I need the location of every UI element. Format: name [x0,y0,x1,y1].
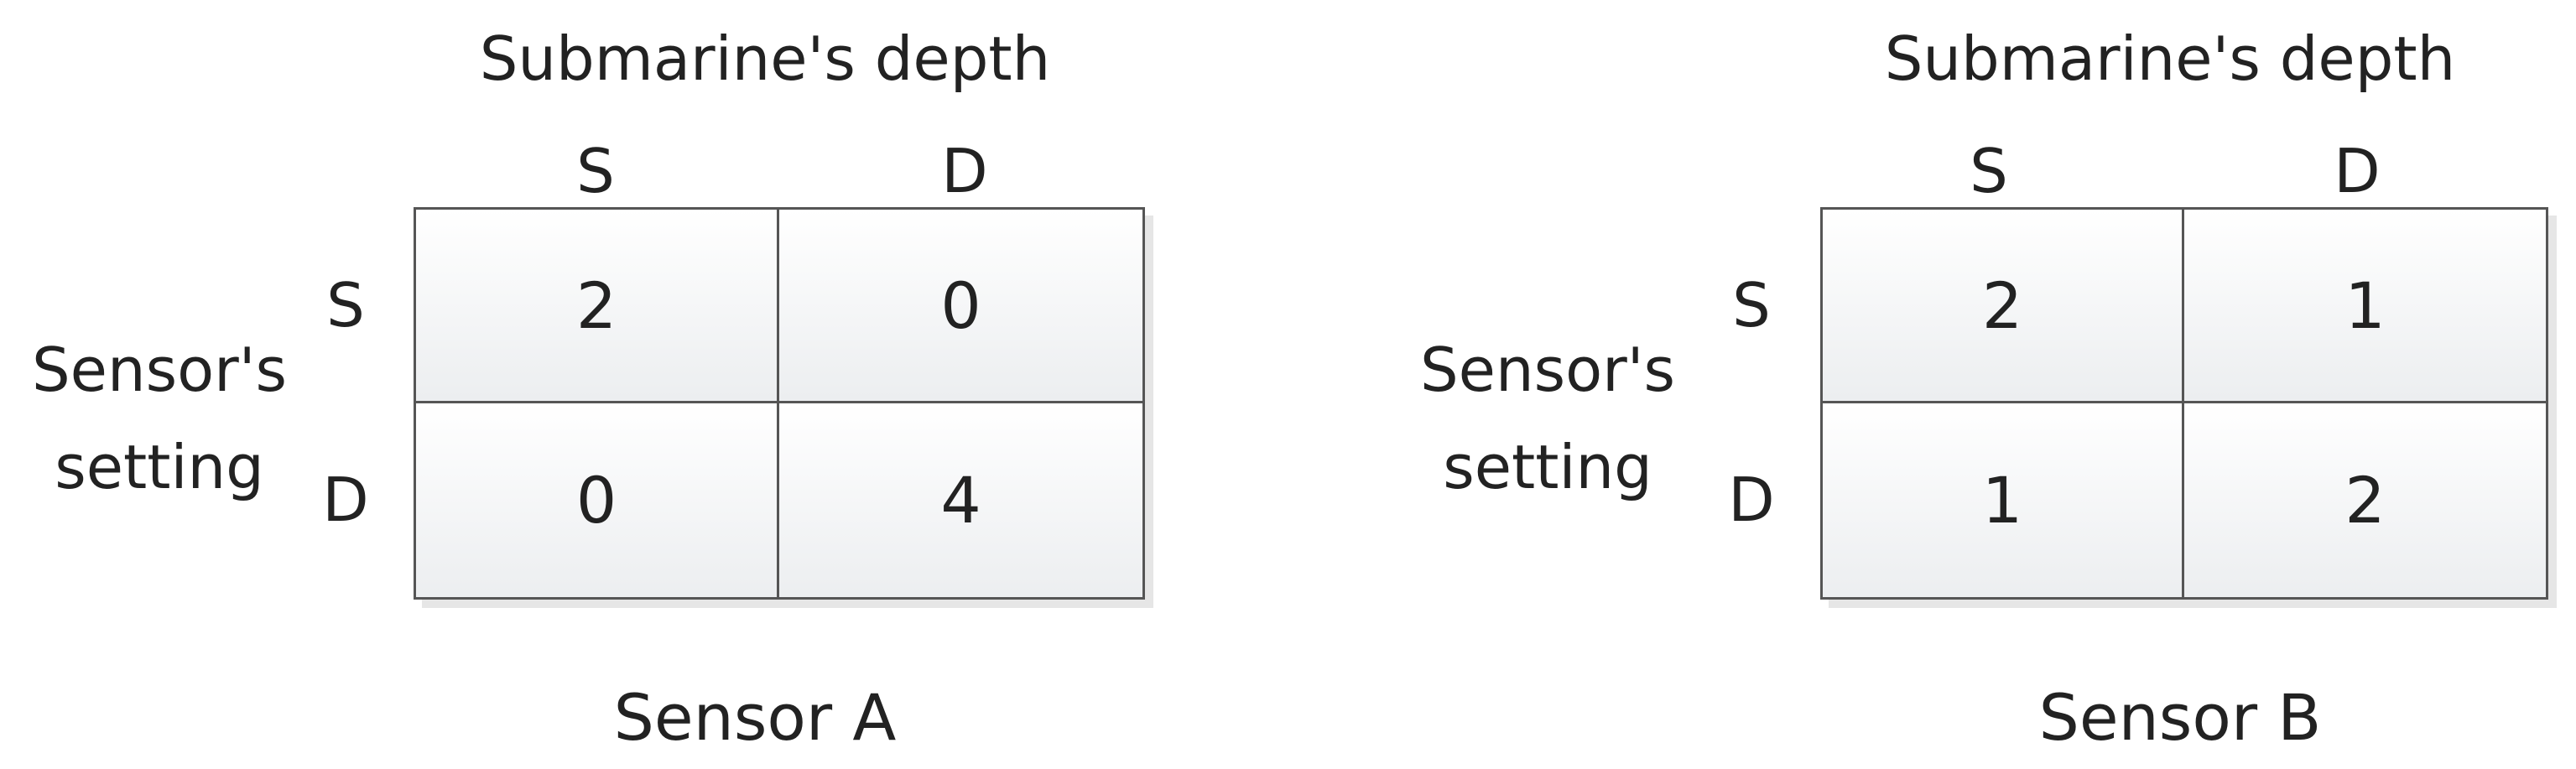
row-title: Sensor's setting [17,321,302,516]
matrix-grid: 2 1 1 2 [1820,207,2548,600]
column-header-s: S [1970,136,2008,206]
column-header-d: D [2334,136,2381,206]
column-header-s: S [576,136,615,206]
row-title-line-1: Sensor's [31,335,288,405]
panel-caption: Sensor B [2038,680,2322,755]
column-title: Submarine's depth [479,23,1051,94]
matrix-cell: 2 [2184,403,2546,597]
matrix-cell: 0 [416,403,779,597]
matrix-cell: 2 [416,210,779,403]
payoff-matrix-sensor-a: Submarine's depth S D Sensor's setting S… [0,0,1208,769]
panel-caption: Sensor A [613,680,897,755]
column-title: Submarine's depth [1884,23,2456,94]
row-header-d: D [322,465,369,535]
row-title-line-1: Sensor's [1419,335,1676,405]
row-header-s: S [1732,270,1771,340]
row-title: Sensor's setting [1405,321,1690,516]
row-title-line-2: setting [1443,432,1652,502]
row-header-d: D [1728,465,1775,535]
matrix-grid: 2 0 0 4 [414,207,1145,600]
matrix-cell: 2 [1823,210,2184,403]
matrix-cell: 1 [2184,210,2546,403]
matrix-cell: 4 [779,403,1142,597]
row-header-s: S [326,270,365,340]
column-header-d: D [941,136,988,206]
matrix-cell: 1 [1823,403,2184,597]
row-title-line-2: setting [55,432,264,502]
payoff-matrix-sensor-b: Submarine's depth S D Sensor's setting S… [1405,0,2576,769]
matrix-cell: 0 [779,210,1142,403]
